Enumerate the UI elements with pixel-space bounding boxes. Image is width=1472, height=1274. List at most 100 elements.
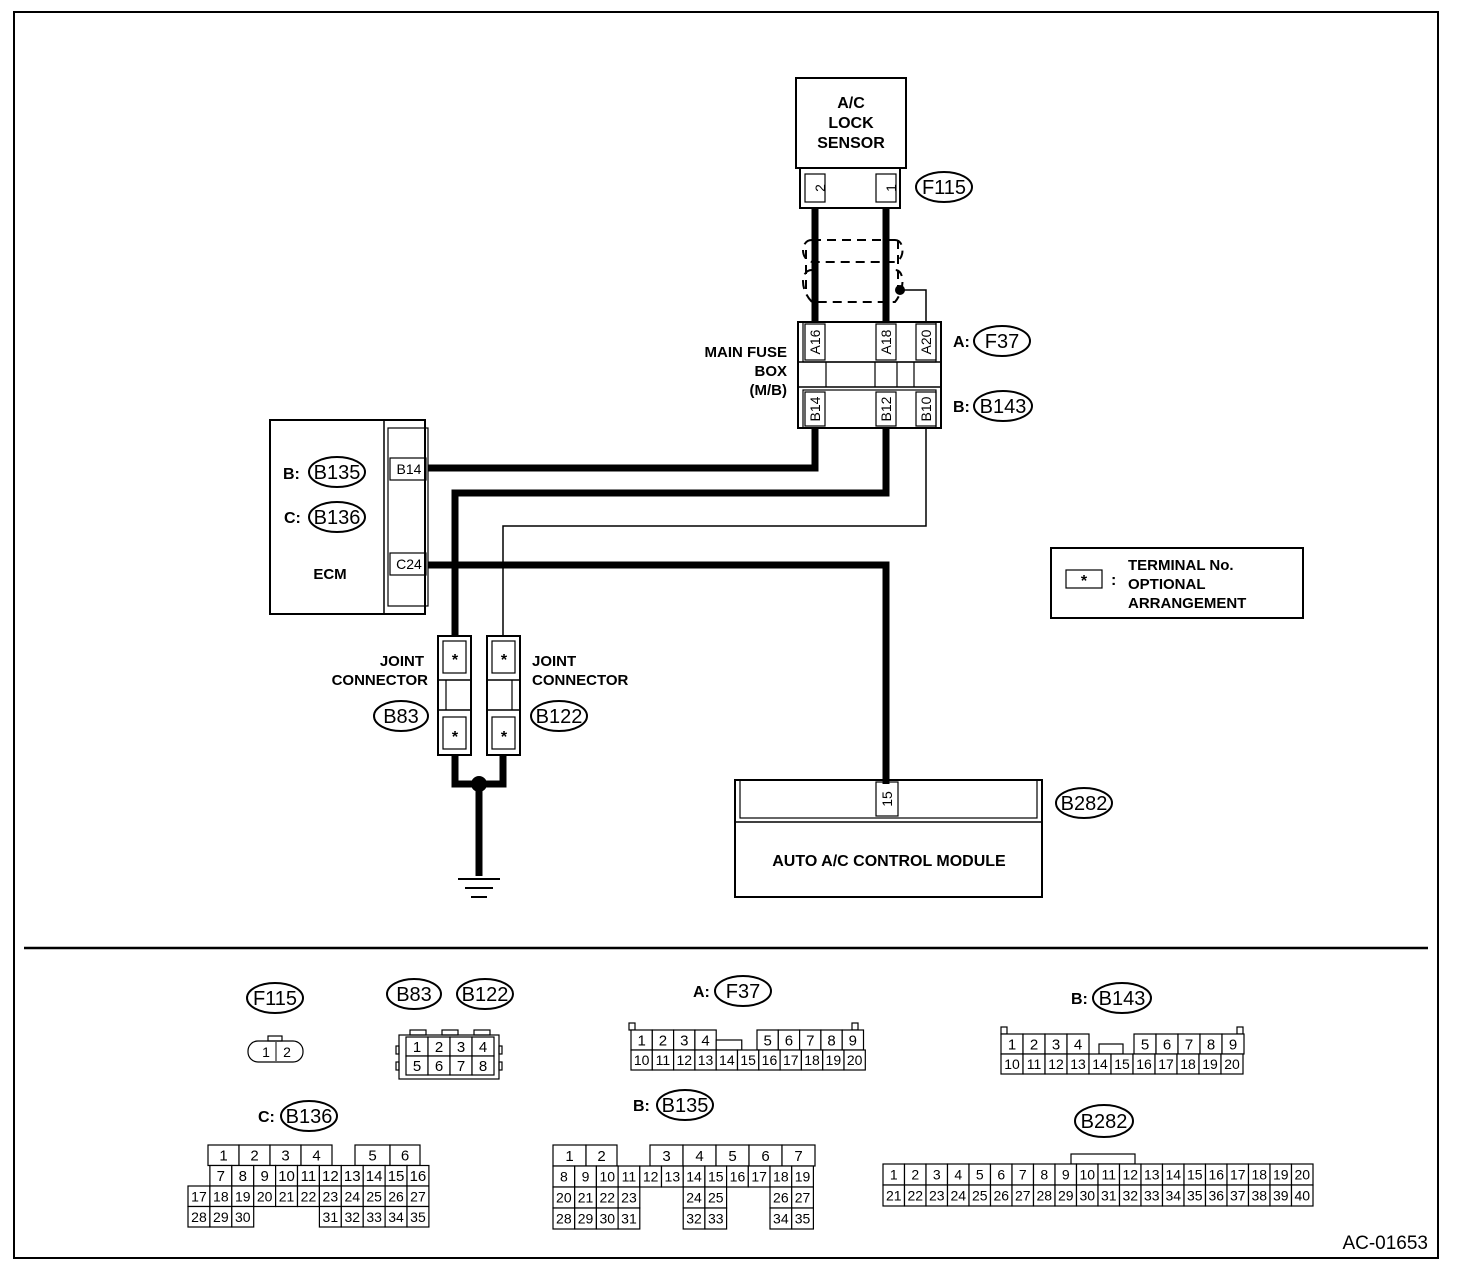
view-b282-pin: 33 <box>1144 1188 1160 1204</box>
view-b143-pin: 4 <box>1074 1036 1082 1053</box>
view-f37-pin: 4 <box>701 1032 709 1049</box>
view-b136-pin: 26 <box>388 1188 404 1204</box>
view-b136-cell <box>231 1205 255 1228</box>
view-b135-pin: 22 <box>599 1190 615 1206</box>
view-b136-pin: 35 <box>410 1209 426 1225</box>
view-b143-pin: 18 <box>1180 1056 1196 1072</box>
view-b83-pin: 7 <box>457 1058 465 1075</box>
view-b135-pin: 31 <box>621 1211 637 1227</box>
view-b282-pin: 38 <box>1251 1188 1267 1204</box>
view-f37-key <box>715 1039 743 1051</box>
view-b136-pin: 18 <box>213 1188 229 1204</box>
view-f37-pin: 1 <box>637 1032 645 1049</box>
view-f37-pin: 13 <box>698 1052 714 1068</box>
view-b143-pin: 8 <box>1207 1036 1215 1053</box>
fuse-pin-b14: B14 <box>807 396 823 421</box>
view-b282-pin: 2 <box>911 1167 919 1183</box>
wire-shield-drain <box>900 289 927 322</box>
view-b143-prefix: B: <box>1071 991 1088 1008</box>
view-b143-pin: 10 <box>1004 1056 1020 1072</box>
view-b136-pin: 19 <box>235 1188 251 1204</box>
view-b135-pin: 34 <box>773 1211 789 1227</box>
view-b136-pin: 16 <box>410 1168 427 1185</box>
view-b143-pin: 13 <box>1070 1056 1086 1072</box>
view-f37-pin: 20 <box>847 1052 863 1068</box>
module-label: AUTO A/C CONTROL MODULE <box>772 853 1006 870</box>
legend-line-2: OPTIONAL <box>1128 576 1206 593</box>
view-b282-pin: 23 <box>929 1188 945 1204</box>
view-f37-label: F37 <box>726 981 760 1003</box>
view-b282-pin: 16 <box>1208 1167 1224 1183</box>
module-pin-15: 15 <box>879 791 895 807</box>
fuse-pin-a16: A16 <box>807 329 823 354</box>
view-b135-pin: 30 <box>599 1211 615 1227</box>
view-b282-pin: 7 <box>1019 1167 1027 1183</box>
view-b282-pin: 17 <box>1230 1167 1246 1183</box>
view-b136-pin: 33 <box>366 1209 382 1225</box>
view-b135-cell <box>791 1207 815 1230</box>
view-b143-pin: 7 <box>1185 1036 1193 1053</box>
legend: * : TERMINAL No. OPTIONAL ARRANGEMENT <box>1050 547 1304 619</box>
ecm-conn-b-prefix: B: <box>283 466 300 483</box>
view-f37-prefix: A: <box>693 984 710 1001</box>
view-b282-pin: 6 <box>997 1167 1005 1183</box>
view-b136-pin: 28 <box>191 1209 207 1225</box>
b83-line-2: CONNECTOR <box>332 672 429 689</box>
view-b136-pin: 27 <box>410 1188 426 1204</box>
joint-connector-b122: * * JOINT CONNECTOR B122 <box>486 635 629 756</box>
view-f37-pin: 14 <box>719 1052 735 1068</box>
view-b136-pin: 24 <box>344 1188 360 1204</box>
view-b136-pin: 8 <box>239 1168 247 1185</box>
view-b136-pin: 13 <box>344 1168 361 1185</box>
view-b282-pin: 27 <box>1015 1188 1031 1204</box>
view-b282-pin: 19 <box>1273 1167 1289 1183</box>
view-b135-pin: 4 <box>695 1148 703 1165</box>
fuse-box-line-1: MAIN FUSE <box>705 344 788 361</box>
view-b135-pin: 17 <box>751 1169 767 1185</box>
view-b135-pin: 14 <box>686 1169 702 1185</box>
fuse-conn-a-prefix: A: <box>953 334 970 351</box>
view-b143-pin: 20 <box>1224 1056 1240 1072</box>
legend-line-3: ARRANGEMENT <box>1128 595 1246 612</box>
view-b143-label: B143 <box>1099 988 1146 1010</box>
view-b136-pin: 22 <box>301 1188 317 1204</box>
view-b83-label: B83 <box>396 984 432 1006</box>
view-b282-pin: 8 <box>1040 1167 1048 1183</box>
fuse-pin-b10: B10 <box>918 396 934 421</box>
view-b136-pin: 11 <box>301 1168 317 1185</box>
sensor-connector-id: F115 <box>922 177 966 199</box>
view-b135-pin: 32 <box>686 1211 702 1227</box>
view-b282-pin: 4 <box>954 1167 962 1183</box>
view-b136-pin: 20 <box>257 1188 273 1204</box>
view-b135-pin: 27 <box>795 1190 811 1206</box>
sensor-line-1: A/C <box>837 95 865 112</box>
view-b136-pin: 1 <box>219 1148 227 1165</box>
view-b282-label: B282 <box>1081 1111 1128 1133</box>
view-b282-pin: 11 <box>1101 1167 1116 1183</box>
view-b136-pin: 6 <box>401 1148 409 1165</box>
view-b136-pin: 29 <box>213 1209 229 1225</box>
sensor-pin-1: 1 <box>883 184 899 192</box>
view-b282-pin: 5 <box>976 1167 984 1183</box>
view-b135-prefix: B: <box>633 1098 650 1115</box>
view-b143-pin: 11 <box>1027 1056 1042 1072</box>
view-b282-pin: 28 <box>1036 1188 1052 1204</box>
view-f37-pin: 9 <box>849 1032 857 1049</box>
view-b135-pin: 5 <box>728 1148 736 1165</box>
view-b282-pin: 22 <box>907 1188 923 1204</box>
auto-ac-control-module: 15 AUTO A/C CONTROL MODULE B282 <box>734 779 1113 898</box>
view-b143-pin: 6 <box>1163 1036 1171 1053</box>
view-f37-cell <box>843 1049 866 1071</box>
view-b282-pin: 1 <box>890 1167 898 1183</box>
view-b282-pin: 12 <box>1122 1167 1138 1183</box>
view-b143-pin: 3 <box>1052 1036 1060 1053</box>
view-f37-pin: 5 <box>763 1032 771 1049</box>
view-b136-pin: 10 <box>278 1168 295 1185</box>
fuse-conn-b-prefix: B: <box>953 399 970 416</box>
ecm-pin-b14: B14 <box>397 461 422 477</box>
view-b136-pin: 9 <box>260 1168 268 1185</box>
view-f37-pin: 3 <box>680 1032 688 1049</box>
ecm-conn-c-prefix: C: <box>284 510 301 527</box>
